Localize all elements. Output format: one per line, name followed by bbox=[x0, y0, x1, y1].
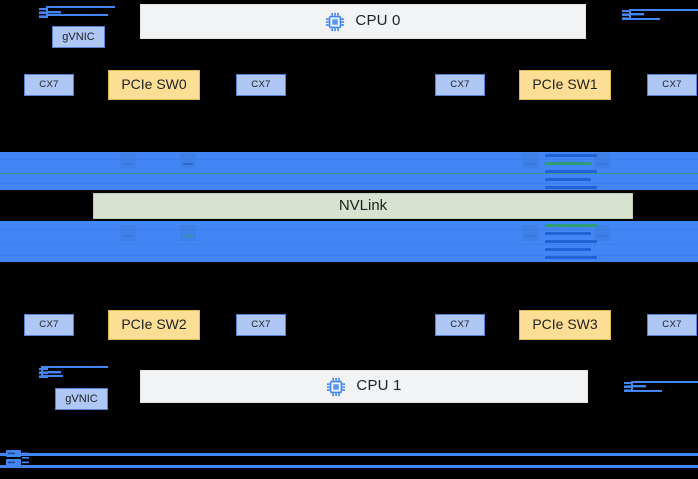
server-stack-icon bbox=[4, 448, 30, 472]
wire-gvnic1-mid bbox=[41, 375, 63, 377]
wire-hostnic0-mid bbox=[629, 18, 660, 20]
network-rail-top bbox=[0, 453, 698, 456]
cx7-box-5[interactable]: CX7 bbox=[236, 314, 286, 336]
nic-port-icon-right-top bbox=[622, 8, 644, 24]
network-rail-bottom bbox=[0, 465, 698, 468]
pcie-switch-label: PCIe SW1 bbox=[532, 76, 598, 93]
cx7-label: CX7 bbox=[662, 318, 682, 330]
wire-hostnic0-top bbox=[629, 9, 698, 11]
nic-port-icon bbox=[39, 6, 61, 22]
cpu-chip-icon bbox=[326, 377, 346, 397]
nic-port-icon-bottom-right bbox=[624, 380, 646, 396]
gpu-icon bbox=[178, 222, 198, 244]
cx7-box-7[interactable]: CX7 bbox=[647, 314, 697, 336]
wire-hostnic1-drop bbox=[631, 381, 633, 392]
gvnic-label: gVNIC bbox=[65, 392, 98, 405]
pcie-switch-1[interactable]: PCIe SW1 bbox=[519, 70, 611, 100]
pcie-switch-label: PCIe SW2 bbox=[121, 316, 187, 333]
wire-gvnic0-top bbox=[46, 6, 115, 8]
gvnic-label: gVNIC bbox=[62, 30, 95, 43]
cx7-box-0[interactable]: CX7 bbox=[24, 74, 74, 96]
nic-port-icon-bottom-left bbox=[39, 366, 61, 382]
cpu-1-bar[interactable]: CPU 1 bbox=[140, 370, 588, 403]
cx7-box-2[interactable]: CX7 bbox=[435, 74, 485, 96]
cpu-0-label: CPU 0 bbox=[355, 12, 401, 30]
cx7-box-3[interactable]: CX7 bbox=[647, 74, 697, 96]
pcie-switch-2[interactable]: PCIe SW2 bbox=[108, 310, 200, 340]
gvnic-box-1[interactable]: gVNIC bbox=[55, 388, 108, 410]
gpu-icon bbox=[118, 150, 138, 172]
cpu-0-bar[interactable]: CPU 0 bbox=[140, 4, 586, 39]
cx7-label: CX7 bbox=[251, 78, 271, 90]
pcie-switch-0[interactable]: PCIe SW0 bbox=[108, 70, 200, 100]
gpu-icon bbox=[520, 150, 540, 172]
cpu-chip-icon bbox=[325, 12, 345, 32]
nvlink-bar[interactable]: NVLink bbox=[93, 193, 633, 219]
gpu-icon bbox=[592, 222, 612, 244]
cx7-box-1[interactable]: CX7 bbox=[236, 74, 286, 96]
cx7-label: CX7 bbox=[39, 78, 59, 90]
gpu-icon bbox=[592, 150, 612, 172]
cpu-1-label: CPU 1 bbox=[356, 377, 402, 395]
nvlink-label: NVLink bbox=[338, 196, 388, 214]
wire-gvnic0-mid bbox=[46, 14, 108, 16]
cx7-box-6[interactable]: CX7 bbox=[435, 314, 485, 336]
cx7-label: CX7 bbox=[251, 318, 271, 330]
wire-hostnic0-drop bbox=[629, 9, 631, 20]
wire-hostnic1-mid bbox=[631, 390, 662, 392]
cx7-label: CX7 bbox=[450, 78, 470, 90]
cx7-box-4[interactable]: CX7 bbox=[24, 314, 74, 336]
wire-hostnic1-top bbox=[631, 381, 698, 383]
wire-gvnic1-drop bbox=[41, 366, 43, 377]
gpu-icon bbox=[520, 222, 540, 244]
wire-gvnic1-top bbox=[41, 366, 108, 368]
cx7-label: CX7 bbox=[662, 78, 682, 90]
gpu-icon bbox=[178, 150, 198, 172]
cx7-label: CX7 bbox=[450, 318, 470, 330]
gpu-icon bbox=[118, 222, 138, 244]
switch-stack-icon bbox=[545, 151, 601, 191]
pcie-switch-label: PCIe SW3 bbox=[532, 316, 598, 333]
pcie-switch-3[interactable]: PCIe SW3 bbox=[519, 310, 611, 340]
wire-gvnic0-drop bbox=[46, 6, 48, 16]
gvnic-box-0[interactable]: gVNIC bbox=[52, 26, 105, 48]
pcie-switch-label: PCIe SW0 bbox=[121, 76, 187, 93]
switch-stack-icon bbox=[545, 222, 601, 262]
cx7-label: CX7 bbox=[39, 318, 59, 330]
